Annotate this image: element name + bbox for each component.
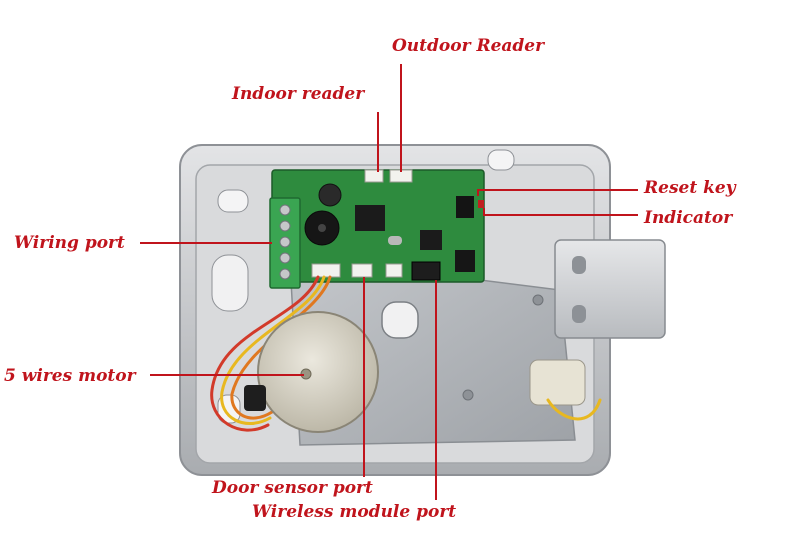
wire-orange bbox=[230, 275, 332, 420]
motor-wire-clip bbox=[244, 385, 266, 411]
leader-indicator bbox=[483, 208, 638, 216]
pcb-connector-motor bbox=[351, 263, 373, 278]
terminal-screw bbox=[279, 220, 291, 232]
label-indoor-reader: Indoor reader bbox=[232, 84, 365, 104]
bolt-slot-lower bbox=[572, 305, 586, 323]
leader-reset-key bbox=[477, 189, 638, 196]
wire-yellow-bolt bbox=[546, 398, 602, 421]
label-door-sensor-port: Door sensor port bbox=[212, 478, 373, 498]
bolt-body bbox=[554, 239, 666, 339]
label-indicator: Indicator bbox=[644, 208, 733, 228]
housing-slot-top-right bbox=[487, 149, 515, 171]
wire-yellow bbox=[220, 275, 326, 425]
bolt-slot-upper bbox=[572, 256, 586, 274]
label-reset-key: Reset key bbox=[644, 178, 736, 198]
plate-screw-right bbox=[532, 294, 544, 306]
housing-slot-top-left bbox=[217, 189, 249, 213]
terminal-screw bbox=[279, 204, 291, 216]
bolt-guide bbox=[529, 359, 586, 406]
plate-screw-left bbox=[462, 389, 474, 401]
terminal-screws bbox=[279, 204, 291, 280]
pcb-chip-secondary bbox=[420, 230, 442, 250]
label-outdoor-reader: Outdoor Reader bbox=[392, 36, 545, 56]
pcb-connector-small bbox=[385, 263, 403, 278]
leader-lines bbox=[140, 64, 638, 500]
label-wiring-port: Wiring port bbox=[14, 233, 125, 253]
stepper-motor bbox=[257, 311, 379, 433]
pcb-relay bbox=[455, 250, 475, 272]
label-wires-motor: 5 wires motor bbox=[4, 366, 136, 386]
terminal-screw bbox=[279, 252, 291, 264]
pcb-chip-main bbox=[355, 205, 385, 231]
pcb-capacitor bbox=[318, 183, 342, 207]
housing-slot-left bbox=[211, 254, 249, 312]
label-wireless-module-port: Wireless module port bbox=[252, 502, 457, 522]
terminal-screw bbox=[279, 236, 291, 248]
pcb-connector-indoor bbox=[364, 169, 384, 183]
pcb-connector-wireless bbox=[411, 261, 441, 281]
wire-red bbox=[210, 275, 320, 432]
plate-spindle-hole bbox=[381, 301, 419, 339]
pcb-buzzer-hole bbox=[318, 224, 326, 232]
motor-wires bbox=[210, 275, 602, 432]
pcb-reset-button bbox=[456, 196, 474, 218]
terminal-screw bbox=[279, 268, 291, 280]
pcb-crystal bbox=[388, 236, 402, 245]
pcb-connector-door-sensor bbox=[311, 263, 341, 278]
pcb-indicator-led bbox=[478, 200, 484, 208]
